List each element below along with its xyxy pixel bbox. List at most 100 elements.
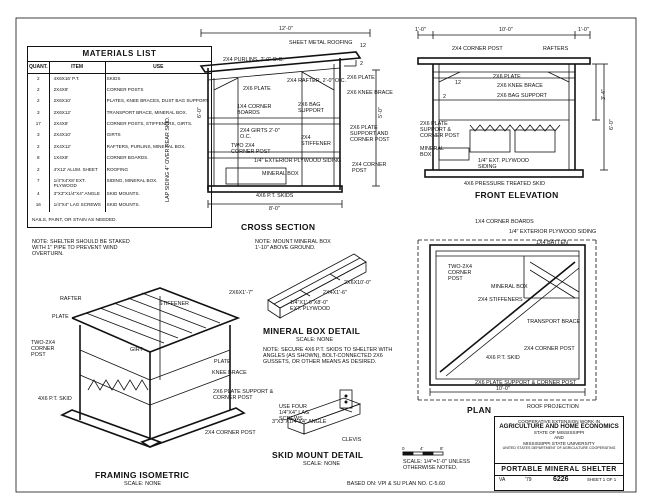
iso-rafter: RAFTER [60, 296, 82, 302]
isometric-title: FRAMING ISOMETRIC [95, 470, 190, 480]
materials-cell-use: SIDING, MINERAL BOX. [106, 178, 158, 184]
materials-cell-quant: 17 [28, 119, 50, 131]
iso-corner-post: 2x4 CORNER POST [205, 430, 256, 436]
materials-cell-item: 1/4"x4'x8' EXT. PLYWOOD [49, 176, 106, 190]
materials-cell-item: 4'x12' ALUM. SHEET [49, 165, 106, 177]
cs-lap: LAP SIDING 4" OVER REAR SKID. [165, 116, 171, 202]
materials-cell-use: PLATES, KNEE BRACES, DUST BAG SUPPORT. [106, 98, 210, 104]
cs-knee: 2x6 KNEE BRACE [347, 90, 393, 96]
plan-two-corner: TWO-2x4 CORNER POST [448, 264, 472, 282]
materials-cell-use: CORNER POSTS, STIFFENERS, GIRTS. [106, 121, 193, 127]
tb-year: '79 [525, 477, 532, 483]
fe-plate-support: 2x6 PLATE SUPPORT & CORNER POST [420, 121, 460, 139]
materials-cell-quant: 2 [28, 142, 50, 154]
materials-cell-item: 1/4"x4" LAG SCREWS [49, 200, 106, 213]
skid-mount-title: SKID MOUNT DETAIL [272, 450, 364, 460]
plan-title: PLAN [467, 405, 492, 415]
fe-dim-r1: 3'-4" [601, 89, 607, 100]
title-block-institution: COOPERATIVE EXTENSION WORK IN AGRICULTUR… [495, 417, 623, 451]
cs-corner-boards: 1x4 CORNER BOARDS [237, 104, 272, 116]
materials-cell-item: 4x6x16' P.T. [49, 73, 106, 86]
materials-cell-quant: 2 [28, 73, 50, 86]
fe-mineral-box: MINERAL BOX [420, 146, 444, 158]
header-use: USE [105, 62, 211, 74]
cs-plate2: 2x6 PLATE [347, 75, 375, 81]
fe-rafters: RAFTERS [543, 46, 569, 52]
title-block: COOPERATIVE EXTENSION WORK IN AGRICULTUR… [494, 416, 624, 491]
tb-line2: AGRICULTURE AND HOME ECONOMICS [499, 423, 619, 431]
cs-dim-right: 5'-0" [378, 107, 384, 118]
iso-plate: PLATE [52, 314, 69, 320]
plan-stiffeners: 2x4 STIFFENERS [478, 297, 523, 303]
sm-clevis: CLEVIS [342, 437, 362, 443]
cs-stiffener: 2x4 STIFFENER [301, 135, 331, 147]
materials-header-row: QUANT. ITEM USE [28, 62, 211, 74]
plan-drawing [417, 239, 597, 401]
materials-row: 22x6x10'PLATES, KNEE BRACES, DUST BAG SU… [28, 96, 211, 109]
cs-dim-bottom: 8'-0" [269, 206, 280, 212]
tb-plan-no: 6226 [553, 476, 569, 483]
cs-dim-top: 12'-0" [279, 26, 293, 32]
iso-girt: GIRT [130, 347, 143, 353]
materials-cell-quant: 2 [28, 96, 50, 109]
materials-row: 32x6x12'TRANSPORT BRACE, MINERAL BOX. [28, 108, 211, 120]
cs-mineral-box: MINERAL BOX [262, 171, 299, 177]
plan-transport: TRANSPORT BRACE [527, 319, 581, 325]
mb-a: 2x6x1'-7" [229, 290, 253, 296]
materials-cell-use: CORNER BOARDS. [106, 155, 149, 161]
plan-corner-boards: 1x4 CORNER BOARDS [475, 219, 534, 225]
fe-dim-r2: 6'-0" [609, 119, 615, 130]
tb-sheet: SHEET 1 OF 1 [587, 477, 617, 482]
fe-dim-a: 1'-0" [415, 27, 426, 33]
based-on: BASED ON: VPI & SU PLAN NO. C-5.60 [347, 481, 445, 487]
plan-corner-post: 2x4 CORNER POST [524, 346, 575, 352]
materials-cell-quant: 4 [28, 189, 50, 201]
fe-plate: 2x6 PLATE [493, 74, 521, 80]
iso-skid: 4x6 P.T. SKID [38, 396, 72, 402]
materials-row: 24x6x16' P.T.SKIDS [28, 73, 211, 86]
materials-note: NAILS, PAINT, OR STAIN AS NEEDED. [32, 218, 117, 223]
materials-row: 22x4x12'RAFTERS, PURLINS, MINERAL BOX. [28, 142, 211, 154]
materials-cell-item: 3"x3"x1/4"x4" ANGLE [49, 189, 106, 201]
plan-roof-proj: ROOF PROJECTION [527, 404, 579, 410]
materials-cell-use: ROOFING [106, 166, 129, 172]
cross-section-drawing [199, 29, 380, 208]
materials-row: 22x4x8'CORNER POSTS [28, 85, 211, 97]
plan-mineral-box: MINERAL BOX [491, 284, 528, 290]
materials-cell-quant: 2 [28, 85, 50, 97]
materials-cell-item: 2x4x8' [49, 85, 106, 97]
materials-cell-use: SKID MOUNTS. [106, 191, 140, 197]
materials-cell-quant: 16 [28, 200, 50, 213]
materials-cell-use: SKIDS [106, 75, 121, 81]
scale-2: 8' [440, 446, 444, 451]
fe-bag-support: 2x6 BAG SUPPORT [497, 93, 547, 99]
materials-title: MATERIALS LIST [28, 47, 211, 62]
cs-skids: 4x6 P.T. SKIDS [256, 193, 294, 199]
iso-knee: KNEE BRACE [212, 370, 247, 376]
header-item: ITEM [49, 62, 106, 74]
materials-cell-use: CORNER POSTS [106, 86, 144, 92]
mb-note: NOTE: MOUNT MINERAL BOX 1'-10" ABOVE GRO… [255, 239, 331, 251]
cs-girts: 2x4 GIRTS 2'-0" O.C. [240, 128, 280, 140]
cs-slope: 12 [360, 43, 366, 49]
front-elevation-title: FRONT ELEVATION [475, 190, 559, 200]
mb-b: 2x6x10'-0" [344, 280, 371, 286]
cs-siding: 1/4" EXTERIOR PLYWOOD SIDING [254, 158, 342, 164]
tb-line4: AND [554, 435, 564, 441]
iso-plate-support: 2x6 PLATE SUPPORT & CORNER POST [213, 389, 274, 401]
cs-roofing: SHEET METAL ROOFING [289, 40, 353, 46]
mb-c: 2x4x1'-6" [323, 290, 347, 296]
materials-cell-use: SKID MOUNTS. [106, 202, 140, 208]
sm-angle: 3"x3"x1/4"x4" ANGLE [272, 419, 327, 425]
materials-list: MATERIALS LIST QUANT. ITEM USE 24x6x16' … [27, 46, 212, 228]
materials-cell-item: 2x4x8' [49, 119, 106, 131]
plan-skid: 4x6 P.T. SKID [486, 355, 520, 361]
cs-slope-rise: 2 [360, 61, 363, 67]
fe-dim-c: 1'-0" [578, 27, 589, 33]
materials-cell-quant: 3 [28, 130, 50, 143]
